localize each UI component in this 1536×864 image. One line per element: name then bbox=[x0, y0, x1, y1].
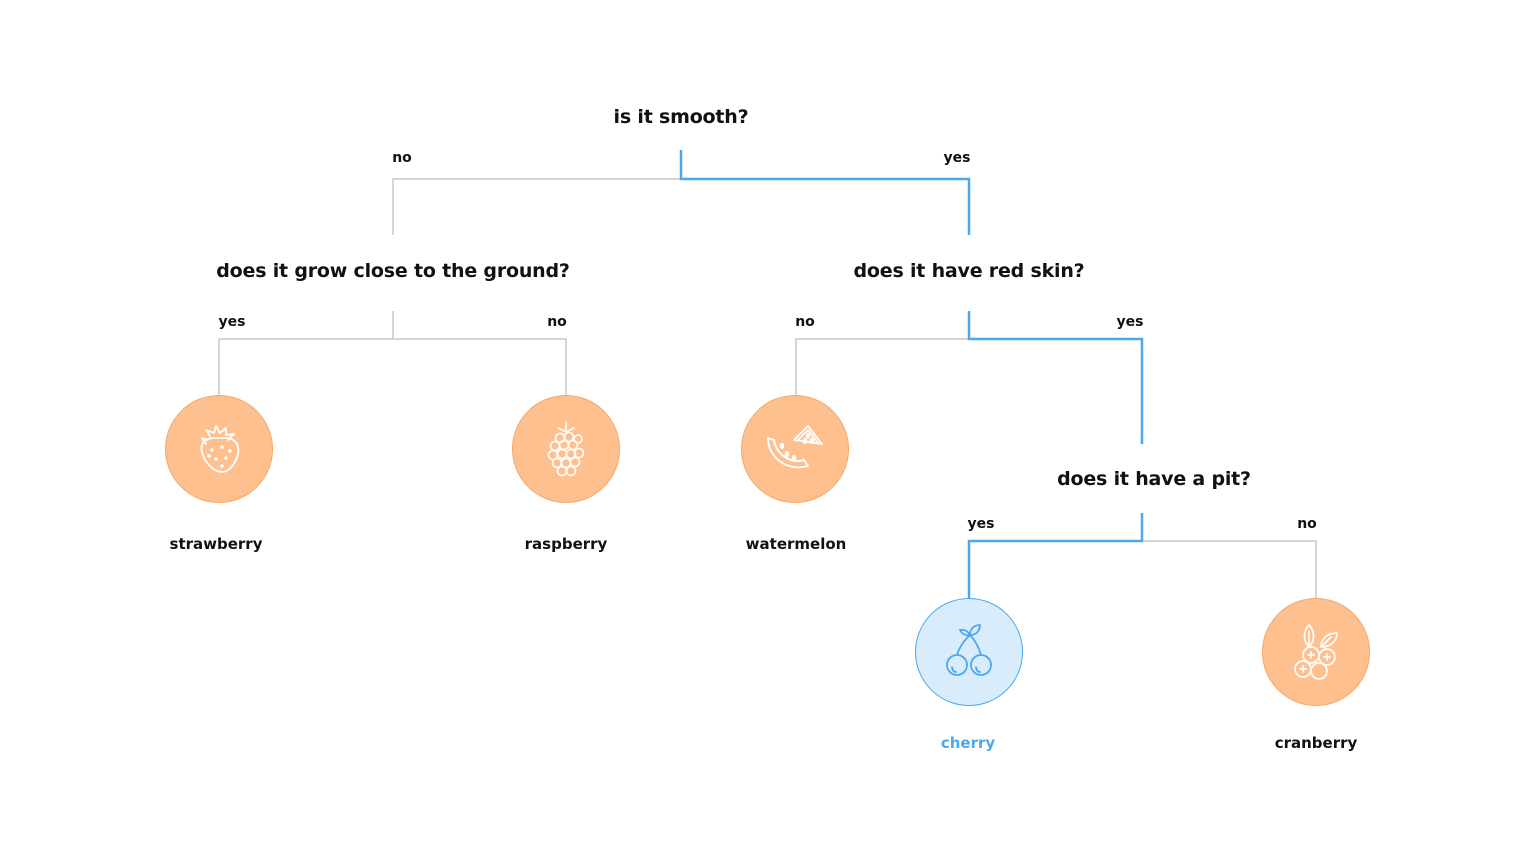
connector-pit-yes bbox=[967, 513, 1144, 598]
branch-label-root-no: no bbox=[392, 150, 412, 166]
connector-root-no bbox=[392, 178, 681, 235]
connector-right-yes bbox=[967, 311, 1144, 444]
connector-left-no bbox=[393, 338, 567, 395]
branch-label-pit-no: no bbox=[1297, 516, 1317, 532]
connector-left-yes bbox=[218, 338, 393, 395]
branch-label-pit-yes: yes bbox=[967, 516, 995, 532]
branch-label-red-yes: yes bbox=[1116, 314, 1144, 330]
connector-root-yes bbox=[679, 150, 971, 235]
leaf-label-watermelon: watermelon bbox=[745, 535, 847, 553]
question-red-skin: does it have red skin? bbox=[853, 260, 1085, 282]
raspberry-icon bbox=[547, 421, 585, 477]
leaf-label-cranberry: cranberry bbox=[1274, 734, 1358, 752]
watermelon-icon bbox=[767, 425, 823, 469]
leaf-cranberry bbox=[1262, 598, 1370, 706]
leaf-label-raspberry: raspberry bbox=[524, 535, 608, 553]
cranberry-icon bbox=[1294, 624, 1338, 680]
active-path bbox=[679, 150, 1144, 598]
leaf-raspberry bbox=[512, 395, 620, 503]
leaf-label-cherry: cherry bbox=[940, 734, 996, 752]
leaf-watermelon bbox=[741, 395, 849, 503]
branch-label-red-no: no bbox=[795, 314, 815, 330]
question-root: is it smooth? bbox=[613, 106, 749, 128]
leaf-strawberry bbox=[165, 395, 273, 503]
connector-right-no bbox=[795, 338, 969, 395]
question-pit: does it have a pit? bbox=[1057, 468, 1251, 490]
strawberry-icon bbox=[200, 425, 240, 473]
connector-pit-no bbox=[1142, 540, 1317, 598]
question-ground: does it grow close to the ground? bbox=[216, 260, 570, 282]
cherry-icon bbox=[946, 624, 992, 676]
inactive-connectors bbox=[218, 178, 1317, 598]
branch-label-root-yes: yes bbox=[943, 150, 971, 166]
branch-label-ground-yes: yes bbox=[218, 314, 246, 330]
leaf-label-strawberry: strawberry bbox=[169, 535, 263, 553]
leaf-cherry bbox=[915, 598, 1023, 706]
branch-label-ground-no: no bbox=[547, 314, 567, 330]
